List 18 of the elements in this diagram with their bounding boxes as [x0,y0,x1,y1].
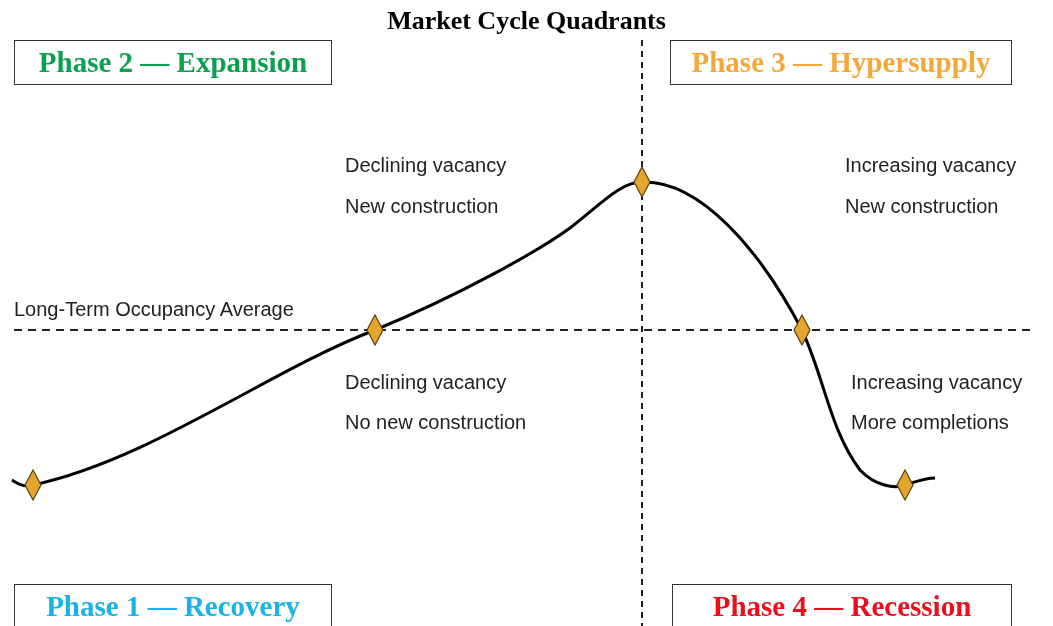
annotation-text: Declining vacancy [345,153,507,177]
phase-box [14,40,332,85]
annotation-text: Increasing vacancy [845,153,1017,177]
phase-box [14,584,332,626]
phase-title: Phase 2 — Expansion [38,46,308,79]
phase-box [670,40,1012,85]
annotation-text: Declining vacancy [345,370,507,394]
phase-box [672,584,1012,626]
chart-title: Market Cycle Quadrants [386,6,667,36]
phase-title: Phase 4 — Recession [712,590,972,623]
annotation-text: Increasing vacancy [851,370,1023,394]
line-label: Long-Term Occupancy Average [14,297,294,321]
annotation-text: No new construction [345,410,527,434]
annotation-text: New construction [845,194,999,218]
phase-title: Phase 3 — Hypersupply [691,46,991,79]
annotation-text: New construction [345,194,499,218]
phase-title: Phase 1 — Recovery [46,590,300,623]
annotation-text: More completions [851,410,1009,434]
